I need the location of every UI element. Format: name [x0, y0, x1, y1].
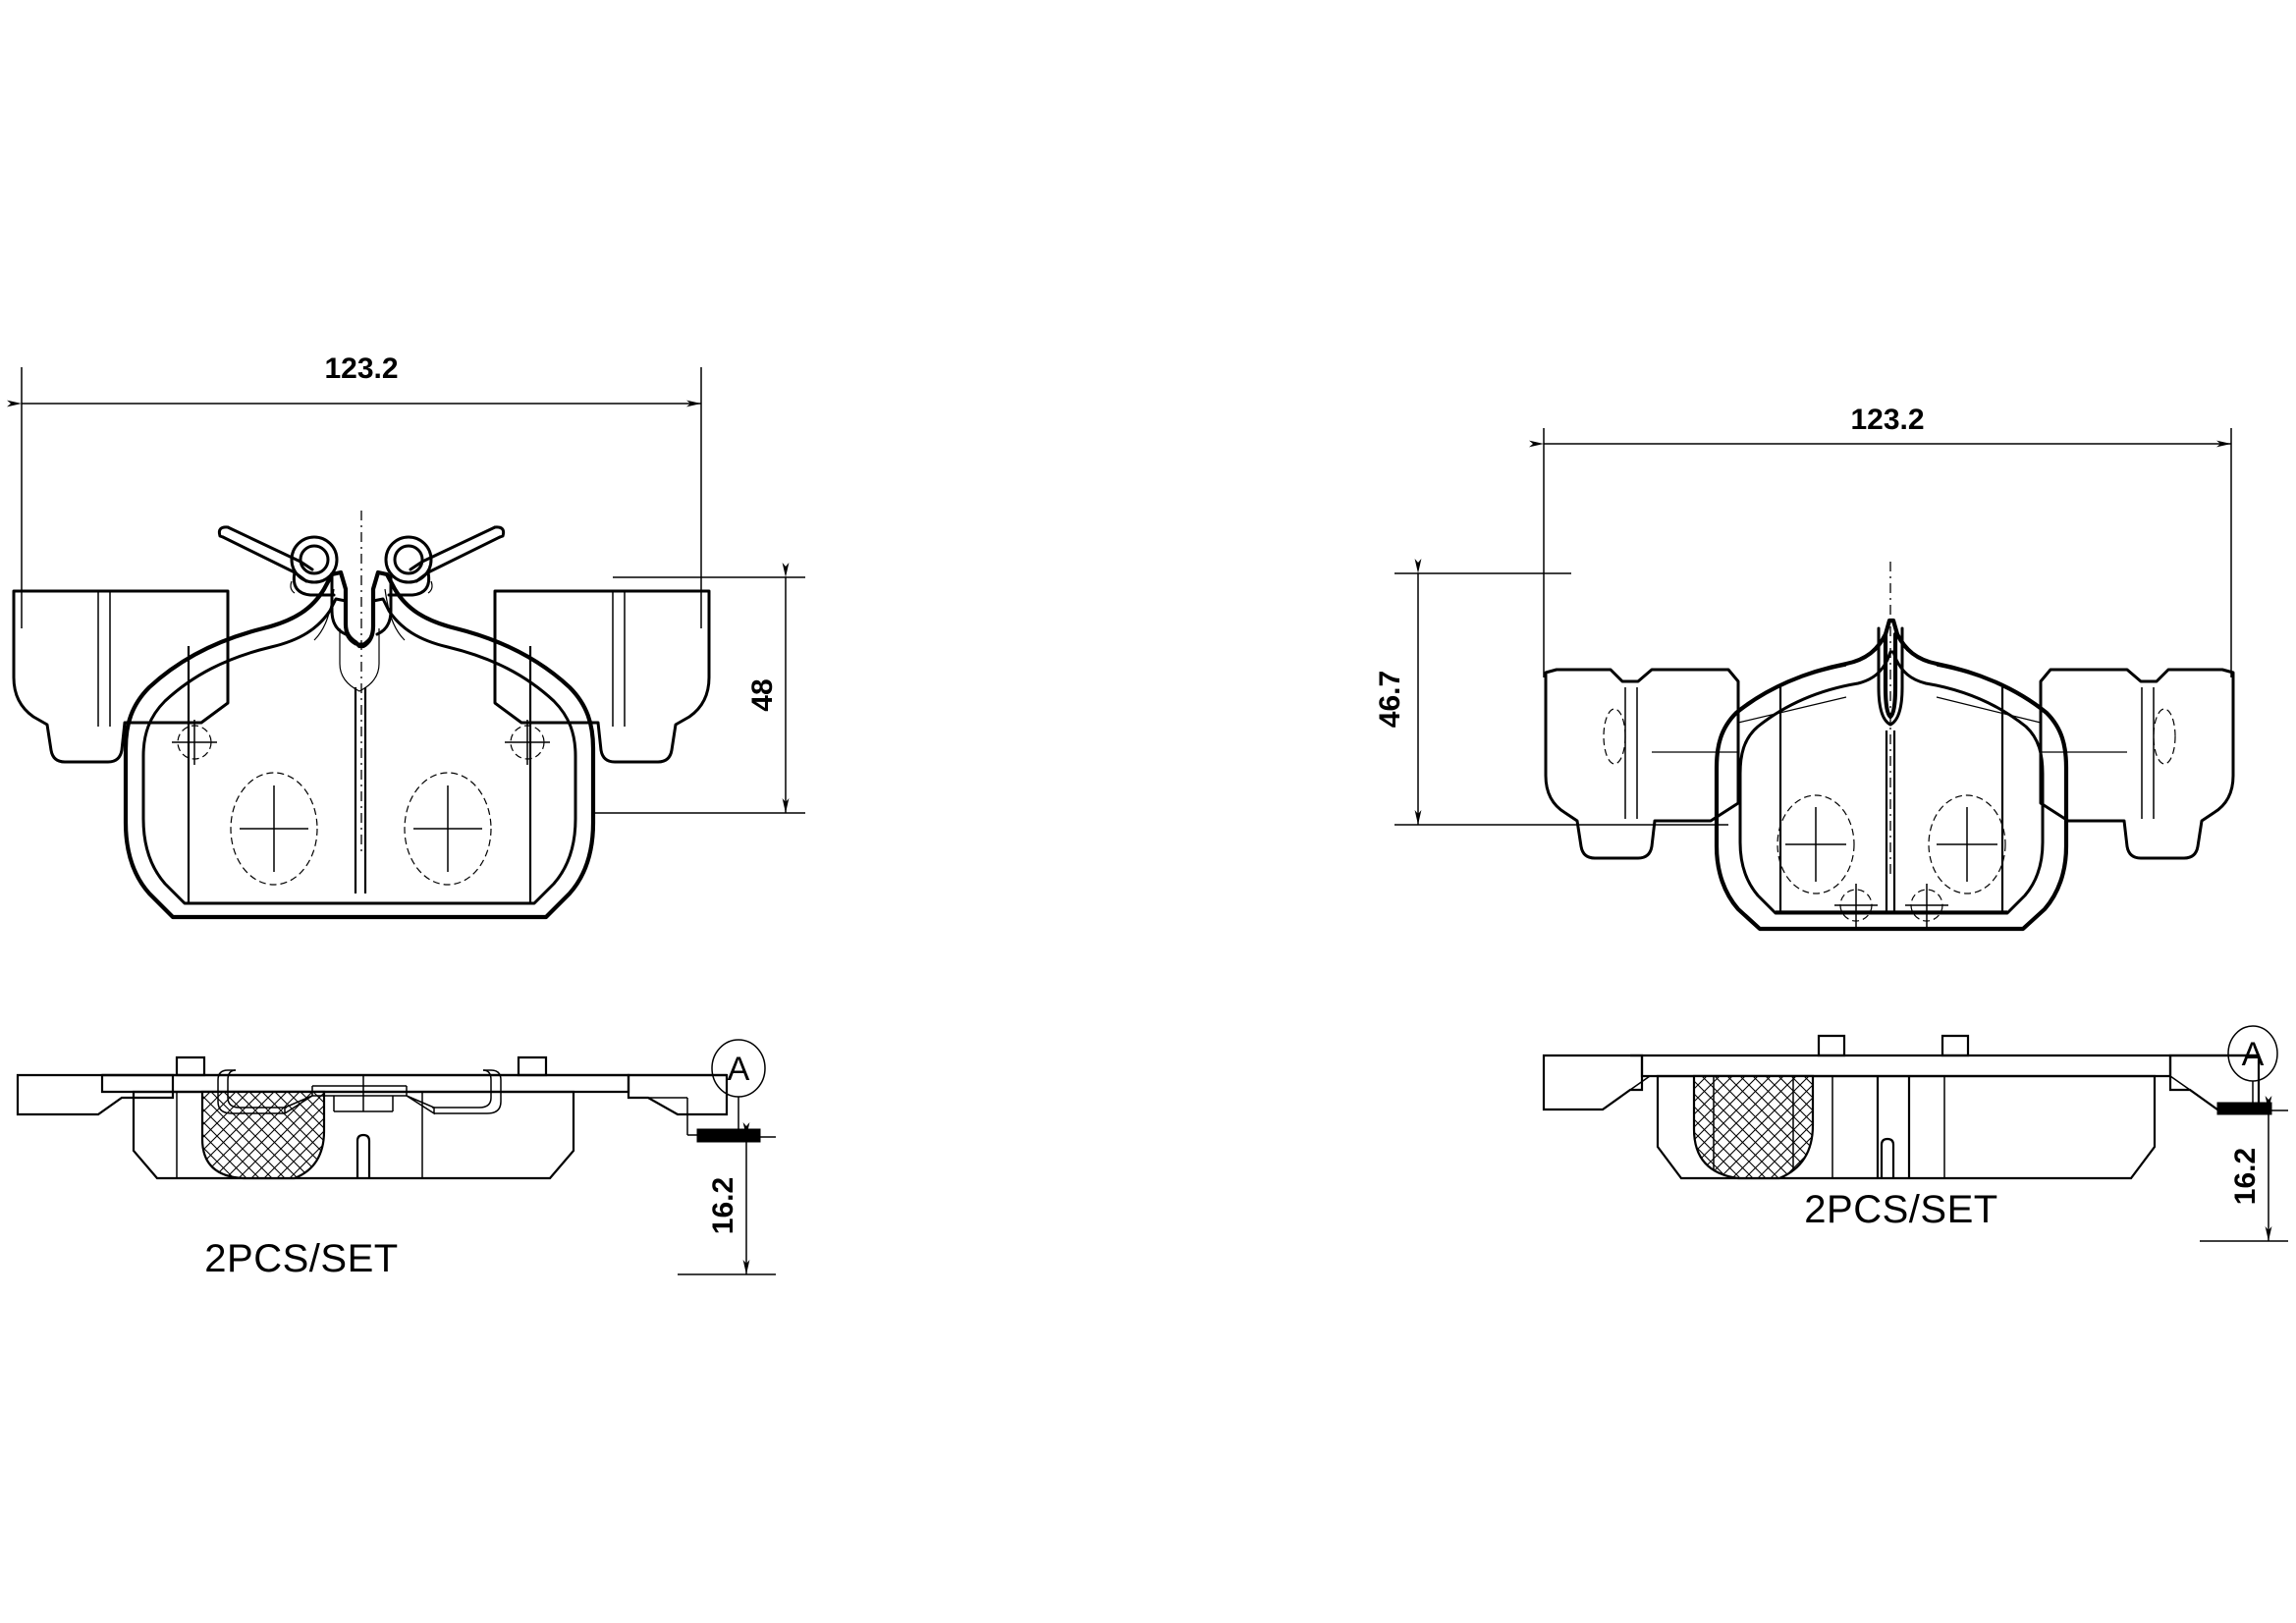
left-section-spring-left [217, 1069, 313, 1115]
left-height-dimension-label: 48 [746, 678, 779, 711]
right-pad-assembly: 123.2 [1374, 404, 2288, 1242]
right-pad-locator-right [1905, 884, 1948, 927]
left-height-dimension: 48 [593, 563, 805, 814]
right-pad-boss-left [1777, 794, 1855, 894]
left-section-spring-right [406, 1069, 502, 1115]
right-height-dimension-label: 46.7 [1374, 671, 1406, 728]
right-thickness-dimension: 16.2 [2200, 1096, 2288, 1242]
left-pad-locator-left [172, 720, 217, 765]
left-thickness-dimension: 16.2 [678, 1122, 776, 1275]
left-pad-boss-left [230, 772, 318, 886]
left-thickness-marker [696, 1128, 761, 1143]
right-pad-caption: 2PCS/SET [1804, 1188, 1997, 1231]
right-pad-locator-left [1834, 884, 1878, 927]
right-pad-plan-view [1544, 562, 2235, 932]
left-pad-plan-view [12, 511, 711, 920]
left-pad-assembly: 48 123.2 [7, 352, 805, 1280]
right-thickness-dimension-label: 16.2 [2229, 1148, 2262, 1205]
left-pad-spring-clip-right [384, 525, 506, 597]
left-pad-spring-clip-left [217, 525, 339, 597]
left-pad-locator-right [505, 720, 550, 765]
right-thickness-marker [2216, 1102, 2272, 1115]
right-width-dimension: 123.2 [1529, 404, 2232, 677]
right-detail-balloon: A [2227, 1025, 2278, 1108]
left-pad-boss-right [404, 772, 492, 886]
left-width-dimension [7, 367, 702, 628]
left-thickness-dimension-label: 16.2 [707, 1177, 739, 1234]
left-detail-balloon-label: A [728, 1051, 750, 1088]
right-pad-side-section: A 16.2 [1542, 1025, 2288, 1242]
right-pad-boss-right [1928, 794, 2006, 894]
right-detail-balloon-label: A [2242, 1036, 2265, 1073]
right-width-dimension-label: 123.2 [1850, 404, 1924, 436]
left-width-dimension-label: 123.2 [324, 352, 398, 385]
left-pad-caption: 2PCS/SET [204, 1237, 398, 1280]
right-height-dimension: 46.7 [1374, 559, 1728, 826]
left-pad-side-section: A 16.2 [16, 1039, 776, 1275]
left-detail-balloon: A [711, 1039, 766, 1135]
